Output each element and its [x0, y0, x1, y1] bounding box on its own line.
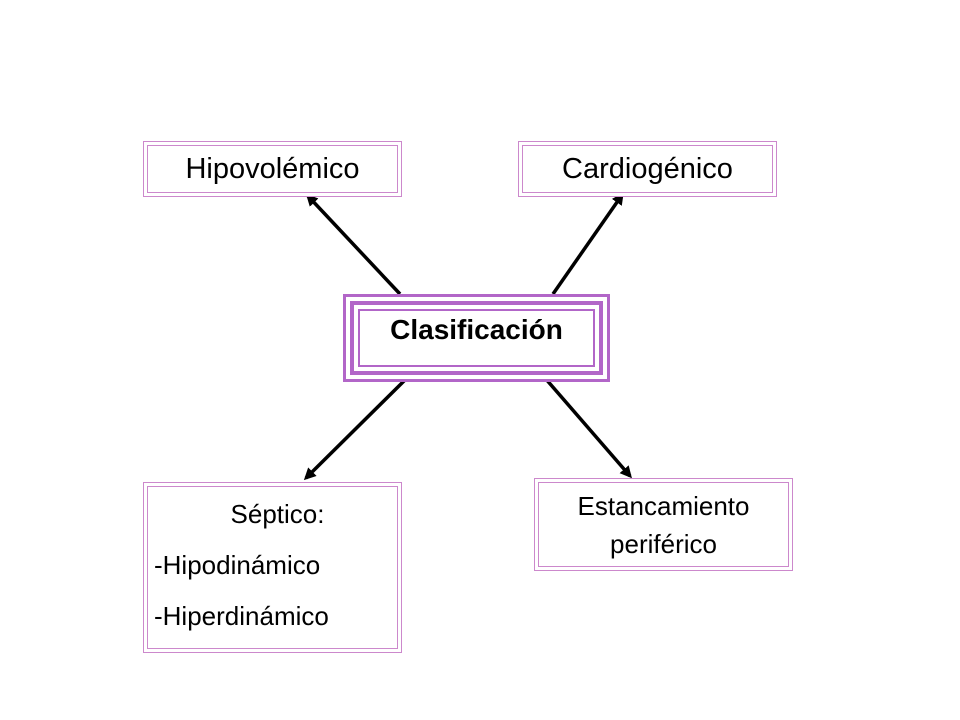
node-septico-title: Séptico:: [230, 498, 325, 529]
central-node-border: [350, 301, 603, 375]
node-septico-item-hipodinamico: -Hipodinámico: [154, 549, 321, 580]
node-cardiogenico: Cardiogénico: [518, 141, 777, 197]
central-node-label: Clasificación: [390, 314, 563, 345]
node-cardiogenico-label: Cardiogénico: [562, 152, 733, 185]
arrow-to-hipovolemico: [305, 193, 402, 296]
arrow-to-septico: [303, 376, 409, 481]
node-hipovolemico-label: Hipovolémico: [185, 152, 360, 185]
node-estancamiento-line1: Estancamiento: [577, 490, 750, 521]
arrow-to-estancamiento: [543, 376, 632, 479]
central-node-clasificacion: Clasificación: [343, 294, 610, 382]
node-estancamiento: Estancamiento periférico: [534, 478, 793, 571]
node-hipovolemico: Hipovolémico: [143, 141, 402, 197]
central-node-inner-border: [358, 309, 595, 367]
node-septico: Séptico: -Hipodinámico -Hiperdinámico: [143, 482, 402, 653]
node-estancamiento-line2: periférico: [610, 528, 717, 559]
arrow-to-cardiogenico: [551, 192, 624, 296]
node-septico-item-hiperdinamico: -Hiperdinámico: [154, 600, 329, 631]
